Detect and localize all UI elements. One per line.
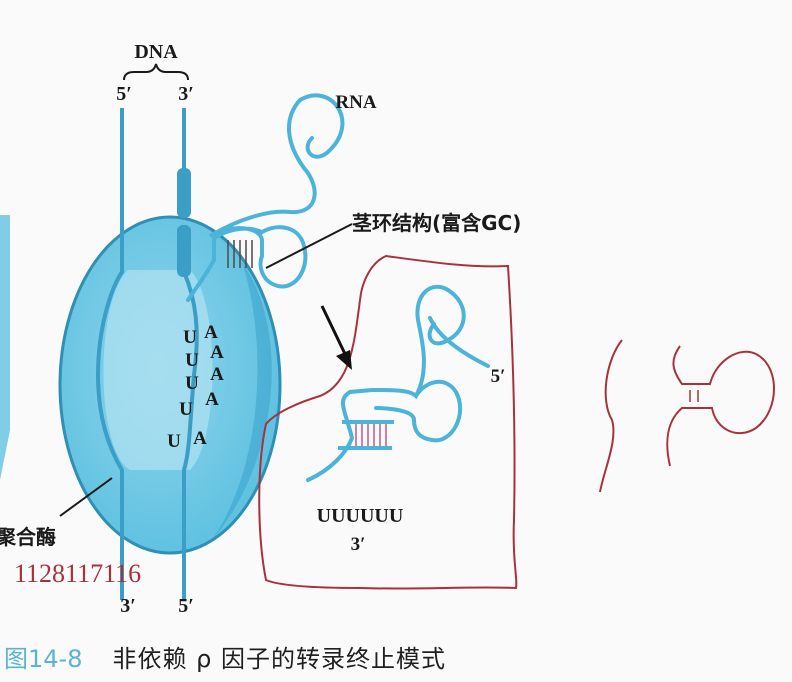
red-hairpin-rungs bbox=[689, 390, 699, 402]
figure-caption: 图14-8 非依赖 ρ 因子的转录终止模式 bbox=[0, 636, 792, 676]
inset-stem-strands bbox=[338, 420, 394, 450]
dna-template-strand bbox=[182, 108, 199, 600]
dna-3-prime-bottom: 3′ bbox=[120, 595, 136, 617]
red-handwritten-hairpin bbox=[666, 345, 775, 467]
rna-a: A bbox=[205, 389, 219, 410]
stem-loop-pointer-line bbox=[265, 223, 353, 269]
template-u: U bbox=[179, 399, 193, 420]
dna-5-prime-top: 5′ bbox=[116, 83, 132, 105]
figure-caption-text: 非依赖 ρ 因子的转录终止模式 bbox=[112, 644, 446, 673]
rna-a: A bbox=[204, 322, 218, 343]
handwritten-number: 1128117116 bbox=[14, 559, 141, 588]
rna-a: A bbox=[210, 364, 224, 385]
rna-a: A bbox=[193, 428, 207, 449]
stem-loop-label: 茎环结构(富含GC) bbox=[352, 211, 521, 235]
dna-coding-strand bbox=[95, 108, 124, 600]
dna-thick-segment-upper bbox=[177, 168, 191, 218]
figure-number: 图14-8 bbox=[4, 644, 83, 673]
template-u-column: U U U U U bbox=[167, 327, 199, 452]
template-u: U bbox=[185, 350, 199, 371]
dna-3-prime-top: 3′ bbox=[178, 83, 194, 105]
rna-label: RNA bbox=[335, 92, 376, 113]
dna-5-prime-bottom: 5′ bbox=[178, 595, 194, 617]
inset-stem-pairs bbox=[355, 424, 387, 446]
transcription-bubble bbox=[103, 270, 213, 470]
template-u: U bbox=[167, 431, 181, 452]
enzyme-inner-shade bbox=[212, 262, 272, 540]
inset-3-prime-label: 3′ bbox=[351, 534, 366, 555]
template-u: U bbox=[185, 373, 199, 394]
black-pointer-arrow bbox=[320, 305, 348, 357]
template-u: U bbox=[183, 327, 197, 348]
red-handwritten-strand-left bbox=[599, 339, 623, 493]
inset-5-prime-label: 5′ bbox=[491, 366, 506, 387]
rna-transcript bbox=[186, 93, 345, 302]
stem-loop-pairs bbox=[227, 240, 253, 268]
enzyme-label: 聚合酶 bbox=[0, 525, 56, 549]
red-hand-drawn-box bbox=[258, 254, 518, 590]
dna-brace bbox=[123, 63, 189, 81]
dna-label: DNA bbox=[134, 41, 178, 63]
dna-thick-segment-lower bbox=[177, 225, 191, 277]
inset-u-tail: UUUUUU bbox=[317, 505, 404, 527]
rna-a-column: A A A A A bbox=[193, 322, 224, 449]
inset-rna-hairpin bbox=[306, 284, 490, 482]
black-arrowhead bbox=[336, 350, 352, 370]
enzyme-pointer-line bbox=[59, 477, 113, 517]
left-arrow-fragment bbox=[0, 215, 10, 480]
rna-a: A bbox=[210, 342, 224, 363]
